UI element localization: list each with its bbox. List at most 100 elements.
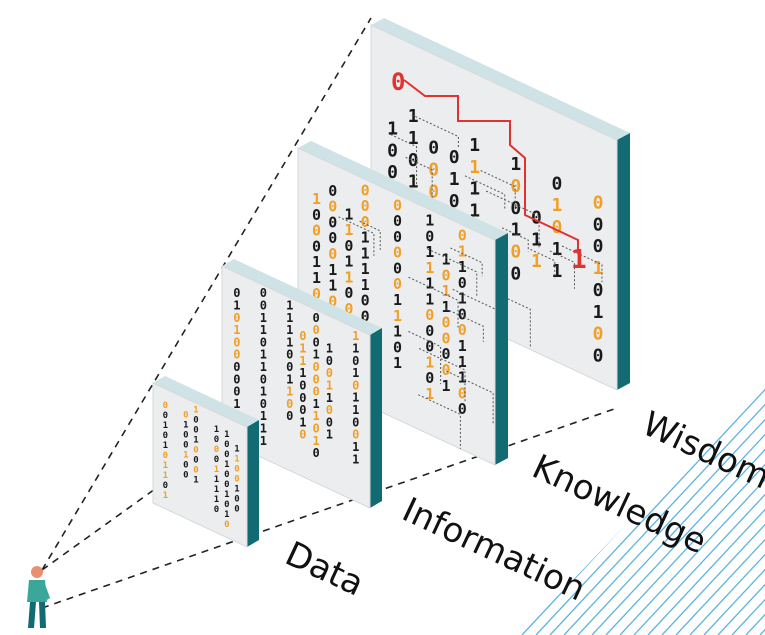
binary-digit: 1 — [260, 434, 267, 448]
binary-digit: 0 — [593, 280, 604, 301]
binary-digit: 1 — [458, 353, 467, 371]
binary-digit: 1 — [214, 425, 219, 435]
binary-digit: 0 — [234, 495, 239, 505]
binary-digit: 0 — [393, 228, 402, 246]
binary-digit: 0 — [312, 222, 321, 240]
binary-digit: 0 — [510, 176, 521, 197]
binary-digit: 0 — [442, 314, 451, 332]
binary-digit: 1 — [286, 335, 293, 349]
binary-digit: 1 — [286, 311, 293, 325]
hatch-line — [535, 380, 765, 635]
binary-digit: 1 — [260, 311, 267, 325]
binary-digit: 0 — [299, 403, 306, 417]
binary-digit: 1 — [552, 261, 563, 282]
binary-digit: 0 — [593, 214, 604, 235]
binary-digit: 1 — [442, 377, 451, 395]
data-binary-digits: 0010101101010010010010001100011110100100… — [163, 401, 240, 530]
binary-digit: 1 — [469, 201, 480, 222]
binary-digit: 1 — [393, 354, 402, 372]
binary-digit: 0 — [531, 207, 542, 228]
binary-digit: 0 — [361, 197, 370, 215]
binary-digit: 0 — [425, 227, 434, 245]
binary-digit: 0 — [328, 245, 337, 263]
binary-digit: 1 — [214, 465, 219, 475]
binary-digit: 0 — [510, 242, 521, 263]
binary-digit: 0 — [458, 227, 467, 245]
binary-digit: 0 — [313, 311, 320, 325]
binary-digit: 1 — [224, 460, 229, 470]
binary-digit: 0 — [193, 425, 198, 435]
binary-digit: 0 — [233, 348, 240, 362]
binary-digit: 0 — [361, 292, 370, 310]
dotted-trace — [501, 227, 529, 252]
binary-digit: 0 — [286, 397, 293, 411]
binary-digit: 1 — [361, 276, 370, 294]
wisdom-start-digit: 0 — [391, 68, 405, 96]
binary-digit: 1 — [449, 169, 460, 190]
label-wisdom: Wisdom — [636, 404, 765, 498]
hatch-line — [633, 380, 765, 635]
binary-digit: 0 — [428, 159, 439, 180]
binary-digit: 1 — [393, 323, 402, 341]
dotted-trace — [408, 331, 442, 385]
data-panel: 0010101101010010010010001100011110100100… — [152, 376, 259, 548]
binary-digit: 1 — [352, 403, 359, 417]
binary-digit: 0 — [233, 360, 240, 374]
hatch-line — [675, 380, 765, 635]
binary-digit: 1 — [286, 385, 293, 399]
binary-digit: 0 — [393, 275, 402, 293]
binary-digit: 1 — [193, 435, 198, 445]
binary-digit: 1 — [260, 348, 267, 362]
binary-digit: 0 — [425, 338, 434, 356]
dotted-trace — [561, 245, 603, 283]
binary-digit: 0 — [233, 385, 240, 399]
binary-digit: 1 — [469, 179, 480, 200]
binary-digit: 0 — [593, 324, 604, 345]
binary-digit: 0 — [193, 445, 198, 455]
binary-digit: 0 — [393, 338, 402, 356]
binary-digit: 0 — [214, 435, 219, 445]
binary-digit: 0 — [458, 306, 467, 324]
binary-digit: 0 — [260, 372, 267, 386]
binary-digit: 1 — [425, 385, 434, 403]
binary-digit: 0 — [183, 471, 188, 481]
binary-digit: 0 — [442, 266, 451, 284]
binary-digit: 0 — [344, 237, 353, 255]
binary-digit: 1 — [425, 275, 434, 293]
binary-digit: 1 — [260, 323, 267, 337]
binary-digit: 0 — [458, 274, 467, 292]
binary-digit: 0 — [458, 384, 467, 402]
hatch-line — [689, 380, 765, 635]
binary-digit: 1 — [425, 259, 434, 277]
binary-digit: 0 — [299, 428, 306, 442]
binary-digit: 0 — [352, 415, 359, 429]
dotted-trace — [485, 190, 540, 249]
binary-digit: 0 — [313, 446, 320, 460]
binary-digit: 0 — [214, 455, 219, 465]
binary-digit: 1 — [224, 430, 229, 440]
binary-digit: 1 — [344, 268, 353, 286]
hatch-line — [591, 380, 765, 635]
binary-digit: 0 — [425, 322, 434, 340]
binary-digit: 0 — [260, 299, 267, 313]
binary-digit: 0 — [233, 372, 240, 386]
dotted-trace — [480, 170, 516, 209]
binary-digit: 1 — [214, 475, 219, 485]
binary-digit: 0 — [234, 505, 239, 515]
binary-digit: 1 — [326, 391, 333, 405]
binary-digit: 0 — [593, 192, 604, 213]
binary-digit: 1 — [233, 299, 240, 313]
binary-digit: 0 — [442, 361, 451, 379]
information-panel: 0101000001000011011010111111100110001110… — [221, 259, 382, 509]
binary-digit: 1 — [344, 205, 353, 223]
binary-digit: 0 — [328, 198, 337, 216]
binary-digit: 0 — [326, 366, 333, 380]
binary-digit: 1 — [163, 461, 168, 471]
hatch-line — [549, 380, 765, 635]
binary-digit: 0 — [312, 238, 321, 256]
binary-digit: 1 — [393, 307, 402, 325]
binary-digit: 1 — [193, 405, 198, 415]
wisdom-end-digit: 1 — [571, 245, 587, 275]
binary-digit: 0 — [425, 306, 434, 324]
binary-digit: 1 — [234, 485, 239, 495]
